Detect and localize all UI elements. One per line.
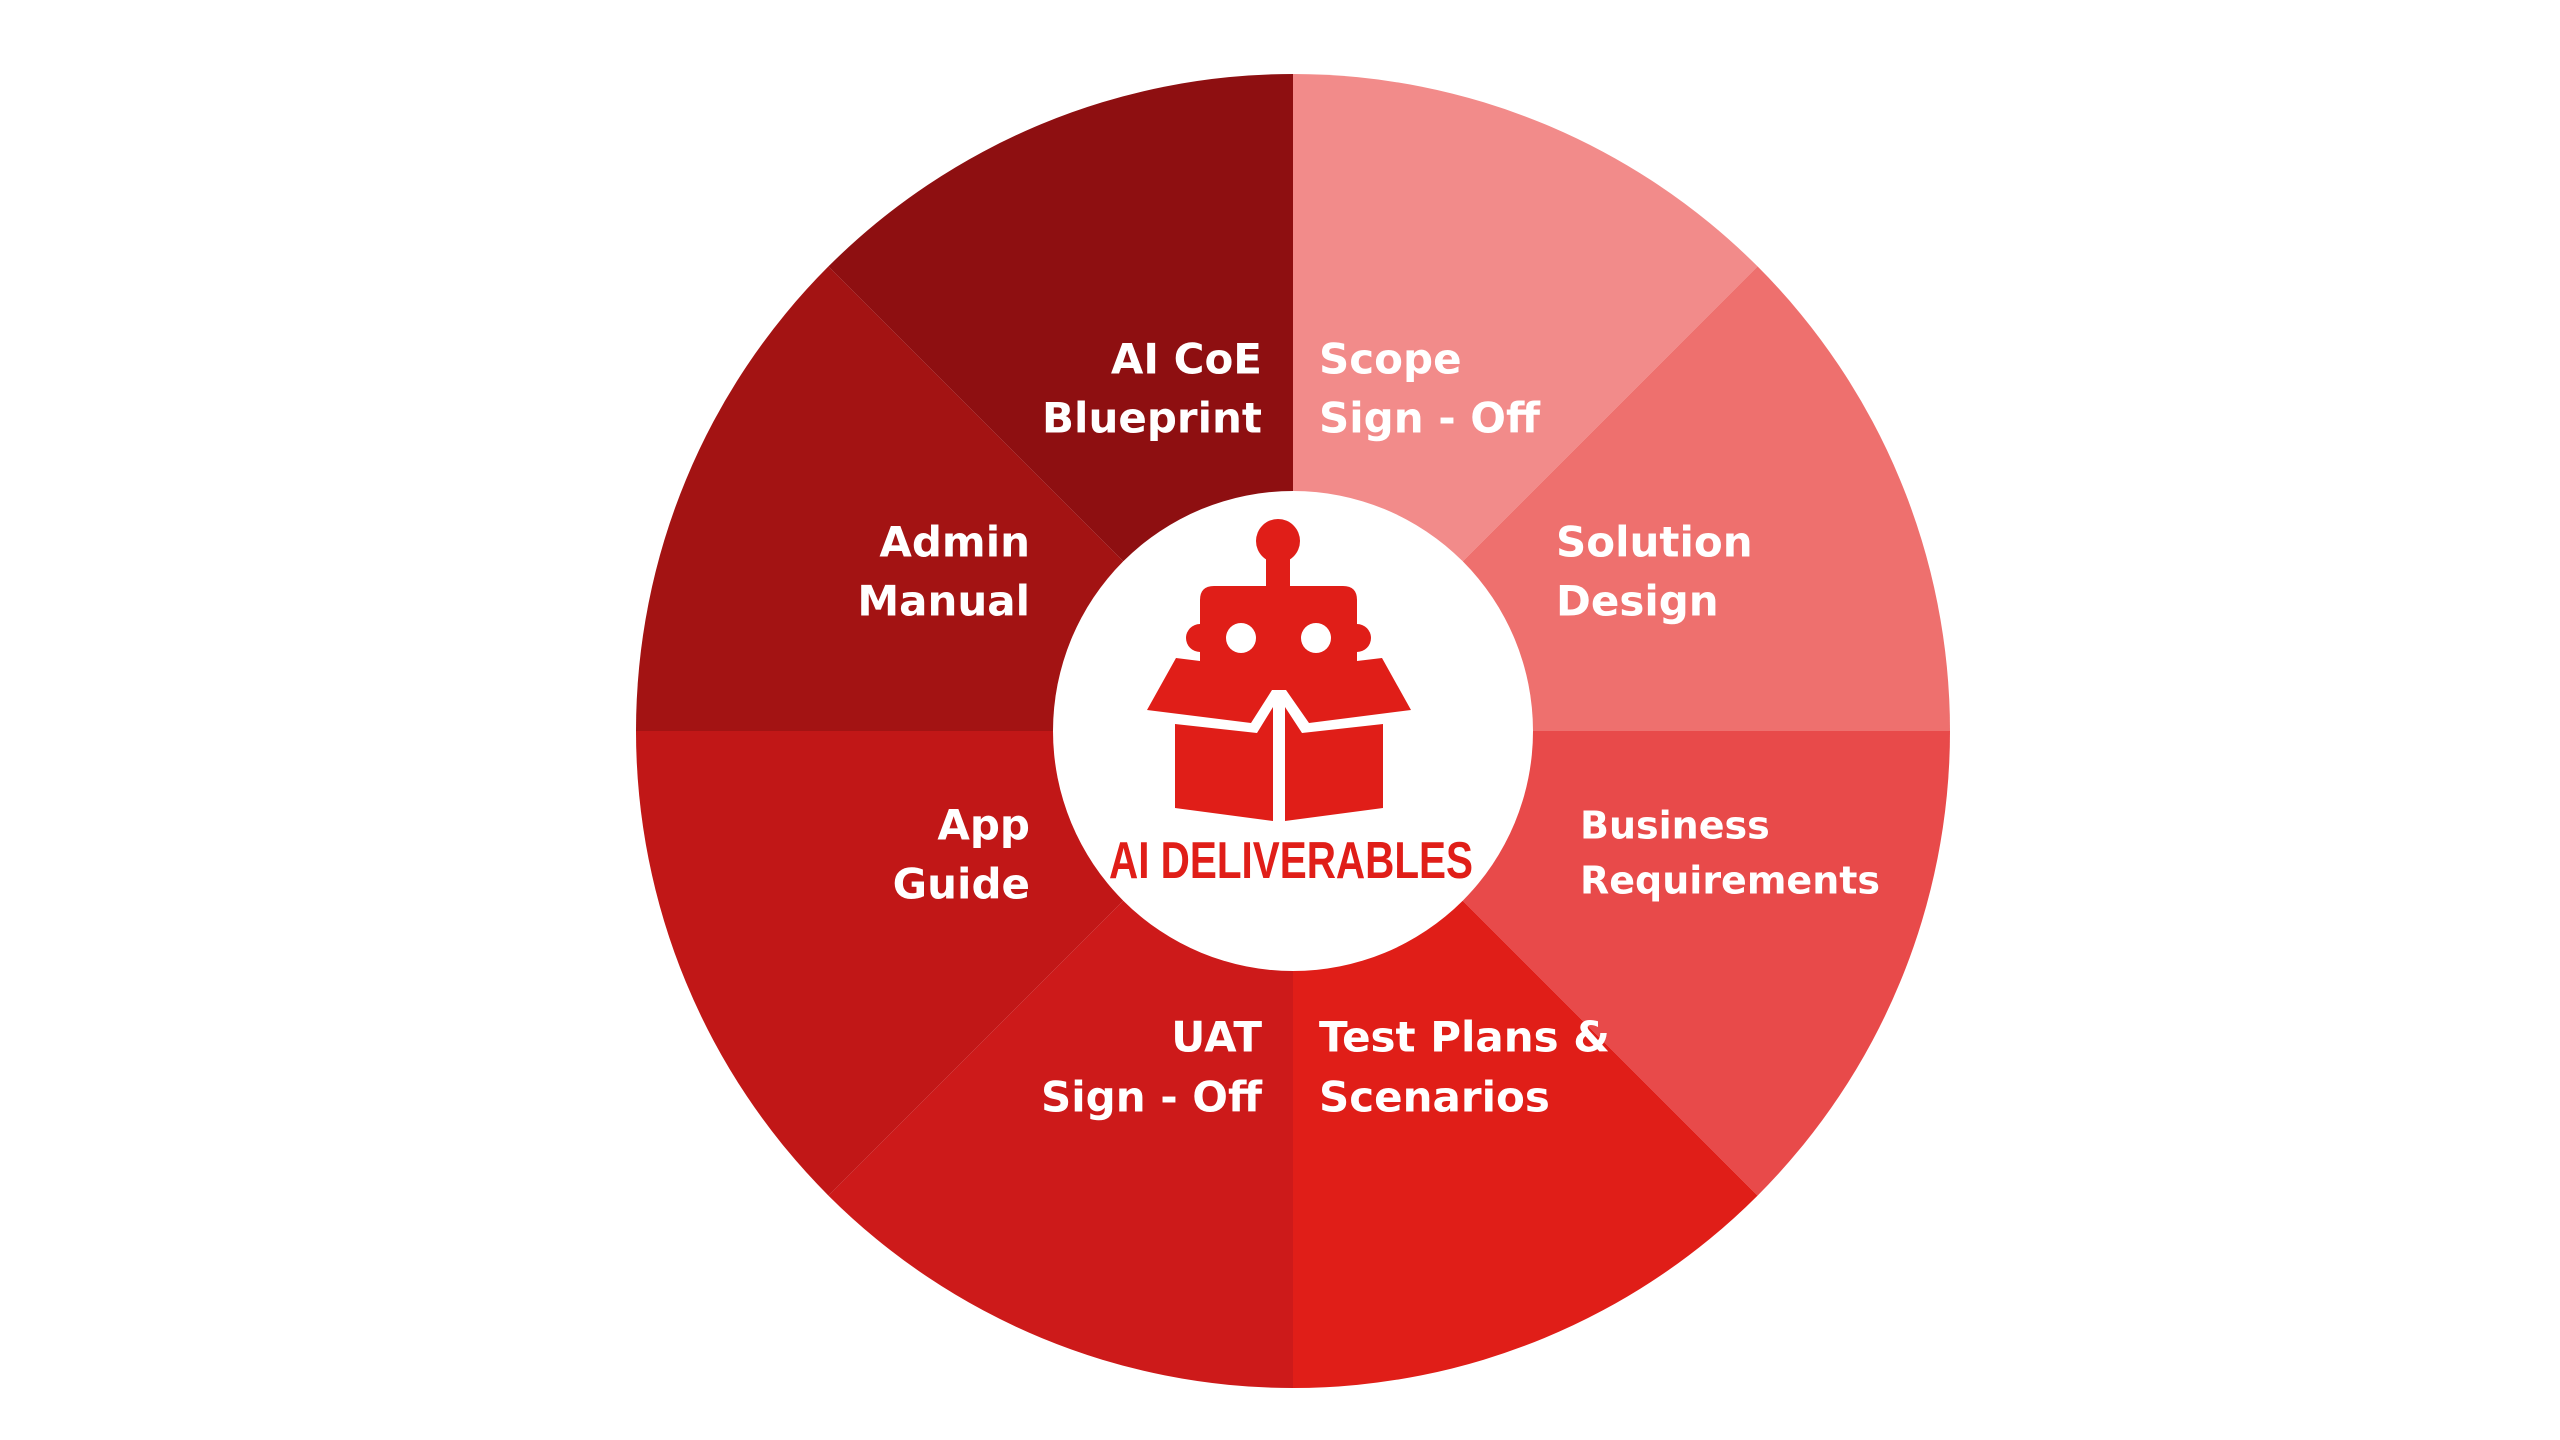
segment-label-ai-coe-blueprint: AI CoE Blueprint <box>1042 335 1262 443</box>
label-line: Sign - Off <box>1041 1073 1263 1122</box>
segment-label-scope-sign-off: Scope Sign - Off <box>1319 335 1541 443</box>
segment-label-uat-sign-off: UAT Sign - Off <box>1041 1013 1263 1122</box>
label-line: Solution <box>1556 518 1753 567</box>
label-line: Requirements <box>1580 859 1880 903</box>
label-line: Business <box>1580 804 1770 848</box>
label-line: Sign - Off <box>1319 394 1541 443</box>
segment-label-business-requirements: Business Requirements <box>1580 804 1880 903</box>
label-line: Design <box>1556 577 1719 626</box>
segment-label-solution-design: Solution Design <box>1556 518 1753 626</box>
label-line: AI CoE <box>1111 335 1262 384</box>
label-line: App <box>937 801 1030 850</box>
center-title: AI DELIVERABLES <box>1109 832 1473 890</box>
label-line: UAT <box>1171 1013 1262 1062</box>
robot-in-box-icon <box>1147 519 1411 821</box>
label-line: Admin <box>879 518 1030 567</box>
label-line: Blueprint <box>1042 394 1262 443</box>
segment-label-app-guide: App Guide <box>893 801 1030 909</box>
label-line: Scope <box>1319 335 1462 384</box>
segment-label-test-plans: Test Plans & Scenarios <box>1319 1013 1610 1122</box>
segment-label-admin-manual: Admin Manual <box>857 518 1030 626</box>
label-line: Scenarios <box>1319 1073 1550 1122</box>
label-line: Manual <box>857 577 1030 626</box>
label-line: Guide <box>893 860 1030 909</box>
label-line: Test Plans & <box>1319 1013 1610 1062</box>
